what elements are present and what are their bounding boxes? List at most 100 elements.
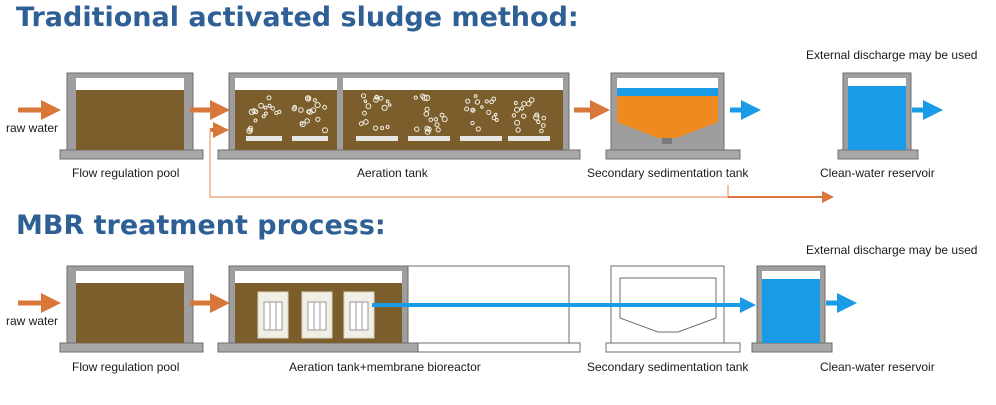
flow-pool-label-2: Flow regulation pool bbox=[72, 360, 180, 374]
bubble bbox=[362, 110, 367, 116]
bubble bbox=[365, 103, 372, 110]
bubble bbox=[385, 125, 390, 129]
bubble bbox=[491, 115, 497, 121]
bubble bbox=[465, 98, 471, 104]
bubble bbox=[270, 106, 276, 111]
bubble bbox=[474, 99, 481, 105]
bubble bbox=[491, 96, 497, 102]
aeration-bubbles bbox=[246, 93, 547, 135]
discharge-label-2: External discharge may be used bbox=[806, 243, 978, 257]
bubble bbox=[489, 99, 494, 105]
clean-water-reservoir bbox=[837, 72, 919, 160]
bubble bbox=[521, 113, 527, 119]
aeration-tank-label: Aeration tank bbox=[357, 166, 428, 180]
bubble bbox=[414, 126, 420, 132]
aeration-tank bbox=[217, 72, 581, 160]
secondary-sedimentation-tank bbox=[605, 72, 741, 160]
bubble bbox=[373, 96, 379, 103]
bubble bbox=[515, 127, 521, 133]
bubble bbox=[539, 128, 544, 134]
secondary-tank-label-2: Secondary sedimentation tank bbox=[587, 360, 749, 374]
bubble bbox=[361, 93, 367, 99]
bubble bbox=[423, 94, 431, 102]
bubble bbox=[387, 103, 392, 107]
bubble bbox=[528, 97, 535, 103]
bubble bbox=[306, 96, 311, 101]
bubble bbox=[274, 110, 279, 116]
bubble bbox=[261, 114, 266, 119]
bubble bbox=[434, 122, 440, 128]
bubble bbox=[541, 115, 547, 121]
bubble bbox=[312, 98, 317, 103]
secondary-tank-label: Secondary sedimentation tank bbox=[587, 166, 749, 180]
bubble bbox=[536, 119, 541, 125]
bubble bbox=[363, 119, 369, 125]
bubble bbox=[258, 102, 265, 109]
flow-regulation-pool bbox=[59, 72, 204, 160]
bubble bbox=[374, 95, 379, 100]
bubble bbox=[484, 99, 489, 104]
bubble bbox=[534, 112, 540, 118]
bubble bbox=[263, 105, 268, 110]
bubble bbox=[304, 95, 312, 102]
membrane-module bbox=[343, 291, 375, 339]
bubble bbox=[291, 106, 297, 112]
bubble bbox=[519, 106, 524, 111]
bubble bbox=[322, 127, 328, 134]
bubble bbox=[373, 125, 379, 131]
bubble bbox=[304, 118, 310, 124]
bubble bbox=[413, 95, 418, 100]
bubble bbox=[424, 128, 431, 135]
bubble bbox=[486, 109, 492, 115]
bubble bbox=[493, 112, 498, 117]
bubble bbox=[251, 108, 257, 114]
bubble bbox=[315, 116, 321, 122]
bubble bbox=[480, 105, 484, 109]
bubble bbox=[441, 116, 448, 123]
bubble bbox=[306, 109, 311, 114]
bubble bbox=[378, 95, 384, 101]
bubble bbox=[248, 108, 255, 116]
bubble bbox=[513, 101, 518, 105]
bubble bbox=[380, 125, 385, 131]
bubble bbox=[253, 118, 258, 123]
aeration-tank-mbr bbox=[217, 265, 581, 353]
bubble bbox=[248, 128, 253, 133]
section1-flow bbox=[18, 72, 943, 203]
section1-title: Traditional activated sludge method: bbox=[16, 2, 579, 33]
bubble bbox=[363, 99, 368, 104]
bubble bbox=[475, 126, 481, 132]
sludge-return-line bbox=[209, 130, 729, 198]
bubble bbox=[385, 99, 390, 104]
bubble bbox=[473, 94, 478, 98]
bubble bbox=[306, 108, 313, 115]
bubble bbox=[435, 127, 441, 133]
bubble bbox=[310, 107, 317, 114]
bubble bbox=[511, 113, 517, 118]
bubble bbox=[494, 118, 499, 122]
section2-flow bbox=[18, 265, 857, 353]
bubble bbox=[424, 125, 431, 132]
bubble bbox=[514, 106, 520, 113]
bubble bbox=[533, 114, 540, 121]
membrane-module bbox=[257, 291, 289, 339]
bubble bbox=[423, 111, 430, 117]
flow-pool-label: Flow regulation pool bbox=[72, 166, 180, 180]
bubble bbox=[298, 107, 304, 113]
bubble bbox=[428, 117, 434, 123]
section2-title: MBR treatment process: bbox=[16, 210, 386, 241]
bubble bbox=[263, 111, 268, 116]
bubble bbox=[514, 119, 521, 126]
bubble bbox=[314, 102, 321, 109]
bubble bbox=[470, 120, 475, 126]
bubble bbox=[526, 101, 532, 107]
bubble bbox=[470, 108, 474, 112]
bubble bbox=[433, 117, 439, 122]
bubble bbox=[322, 104, 328, 110]
secondary-sedimentation-tank-2 bbox=[605, 265, 741, 353]
bubble bbox=[381, 104, 388, 111]
bubble bbox=[299, 121, 306, 128]
aeration-mbr-label: Aeration tank+membrane bioreactor bbox=[289, 360, 481, 374]
clean-reservoir-label-2: Clean-water reservoir bbox=[820, 360, 935, 374]
membrane-module bbox=[301, 291, 333, 339]
